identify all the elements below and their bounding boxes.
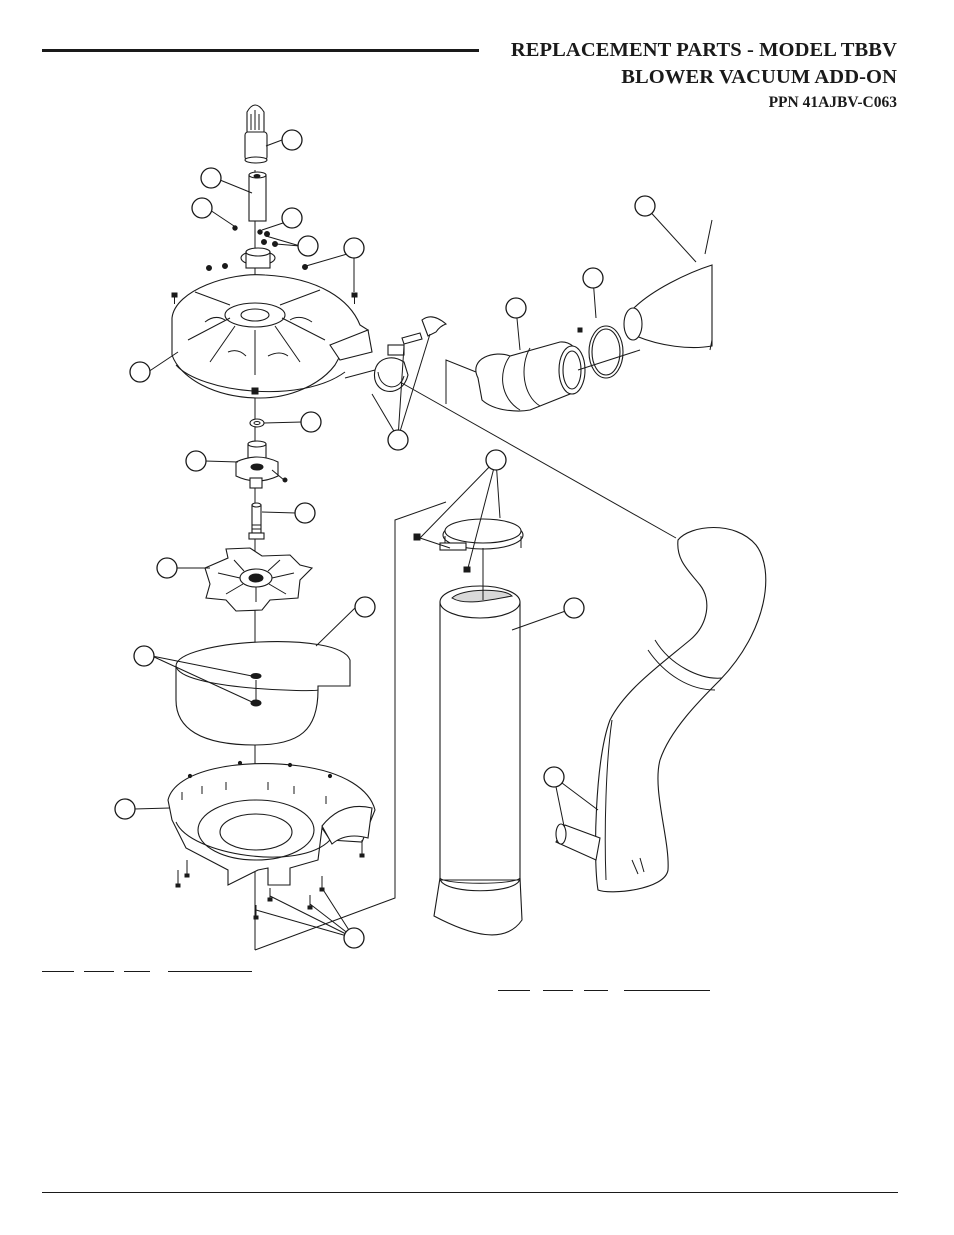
clamp-collar-part xyxy=(206,231,308,271)
page-title-block: REPLACEMENT PARTS - MODEL TBBV BLOWER VA… xyxy=(511,37,897,114)
leader-line xyxy=(399,381,677,539)
impeller-shaft-part xyxy=(248,502,265,540)
volute-band-part xyxy=(175,641,351,746)
callout-bubble xyxy=(582,267,604,289)
callout-bubble xyxy=(297,235,319,257)
callout-bubble xyxy=(281,207,303,229)
callout-bubble xyxy=(185,450,207,472)
leader-line xyxy=(577,349,641,371)
callout-bubble xyxy=(543,766,565,788)
callout-bubble xyxy=(354,596,376,618)
header-cell xyxy=(498,990,530,991)
callout-bubble xyxy=(133,645,155,667)
curved-discharge-tube-part xyxy=(555,526,767,893)
screw-small xyxy=(257,229,263,235)
callout-bubbles xyxy=(114,129,656,949)
lower-blower-housing-part xyxy=(167,760,376,886)
impeller-part xyxy=(204,547,314,612)
callout-bubble xyxy=(281,129,303,151)
header-cell xyxy=(584,990,608,991)
elbow-adapter-part xyxy=(475,341,586,412)
callout-bubble xyxy=(387,429,409,451)
vacuum-tube-part xyxy=(433,585,523,936)
header-rule xyxy=(42,49,479,52)
ppn-number: PPN 41AJBV-C063 xyxy=(768,94,897,111)
drive-shaft-tube-part xyxy=(248,171,267,222)
housing-screws xyxy=(171,292,358,304)
callout-bubble xyxy=(485,449,507,471)
callout-bubble xyxy=(300,411,322,433)
header-cell xyxy=(84,971,114,972)
callout-bubble xyxy=(634,195,656,217)
footer-rule xyxy=(42,1192,898,1193)
callout-bubble xyxy=(114,798,136,820)
callout-bubble xyxy=(294,502,316,524)
header-cell xyxy=(168,971,252,972)
drive-coupler-part xyxy=(244,104,268,164)
callout-bubble xyxy=(129,361,151,383)
washer-part xyxy=(249,418,265,428)
bearing-housing-part xyxy=(235,440,288,489)
hose-ring-part xyxy=(577,325,624,379)
callout-bubble xyxy=(156,557,178,579)
callout-bubble xyxy=(191,197,213,219)
callout-bubble xyxy=(343,237,365,259)
header-cell xyxy=(543,990,573,991)
header-cell xyxy=(42,971,74,972)
upper-blower-housing-part xyxy=(171,274,373,399)
callout-bubble xyxy=(200,167,222,189)
header-cell xyxy=(624,990,710,991)
header-cell xyxy=(124,971,150,972)
screw-small xyxy=(232,225,238,231)
lower-housing-screws xyxy=(175,840,365,920)
page-title-line-2: BLOWER VACUUM ADD-ON xyxy=(621,66,897,88)
tube-clamp-part xyxy=(413,518,524,573)
page-title-line-1: REPLACEMENT PARTS - MODEL TBBV xyxy=(510,39,897,61)
callout-bubble xyxy=(505,297,527,319)
callout-bubble xyxy=(343,927,365,949)
outlet-clamp-part xyxy=(344,316,448,392)
callout-bubble xyxy=(563,597,585,619)
leader-line xyxy=(445,359,477,404)
bag-collar-part xyxy=(623,219,713,351)
